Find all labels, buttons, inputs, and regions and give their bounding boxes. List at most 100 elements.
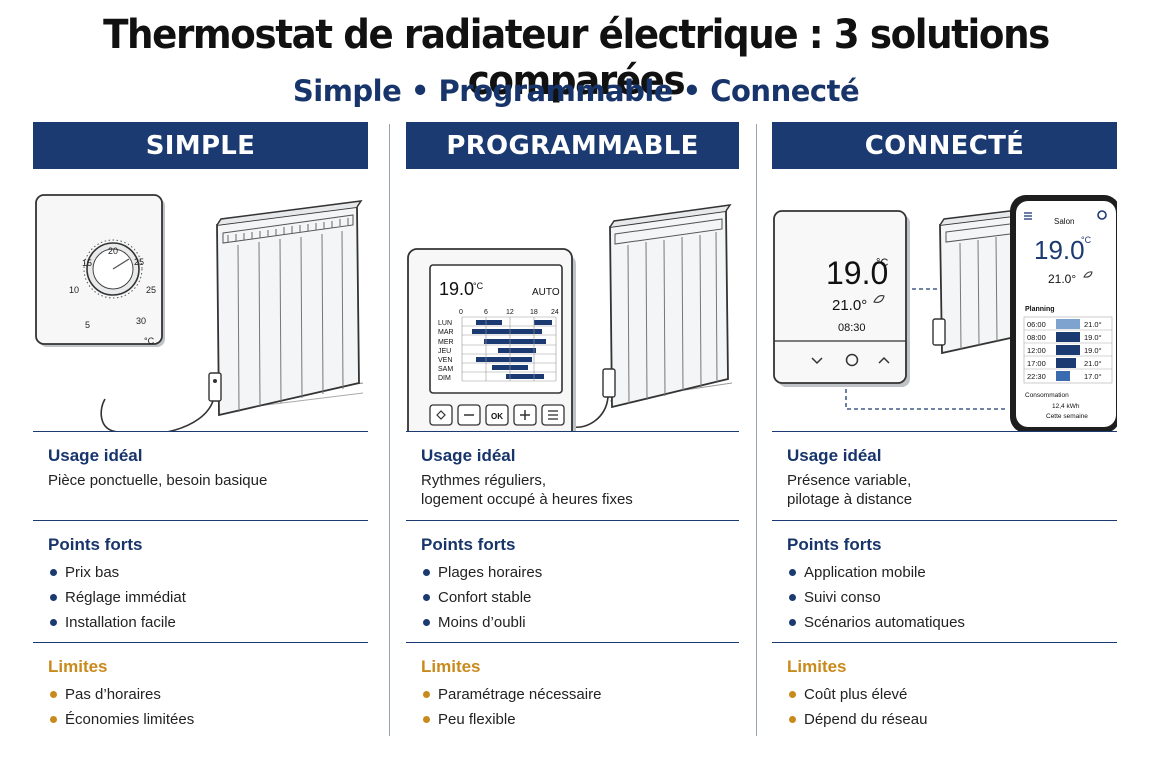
phone-setpoint: 21.0° [1048,272,1076,286]
limit-item: Peu flexible [421,707,739,732]
programmable-thermostat-icon [407,248,576,431]
usage-section: Usage idéal Rythmes réguliers, logement … [406,431,739,520]
hour-label: 24 [551,309,559,316]
limits-title: Limites [48,657,108,676]
day-label: LUN [438,320,452,327]
back-button[interactable] [429,404,453,426]
conso-value: 12,4 kWh [1052,403,1080,410]
limit-item: Paramétrage nécessaire [421,682,739,707]
screen-unit: °C [473,281,484,291]
phone-room: Salon [1054,217,1074,226]
smart-thermostat-icon [773,210,910,387]
strengths-section: Points forts Application mobile Suivi co… [772,520,1117,642]
menu-icon [548,410,558,420]
phone-temp: 19.0 [1034,235,1085,265]
dial-tick-20: 20 [108,246,118,256]
column-header: PROGRAMMABLE [406,122,739,169]
device-temp: 19.0 [826,255,888,291]
day-label: VEN [438,357,452,364]
column-connected: CONNECTÉ 19.0 ° [772,122,1117,732]
limits-title: Limites [787,657,847,676]
day-label: MER [438,339,454,346]
planning-time: 08:00 [1027,333,1046,342]
strength-item: Application mobile [787,560,1117,585]
strengths-title: Points forts [421,535,516,554]
strengths-title: Points forts [48,535,143,554]
day-label: SAM [438,366,453,373]
radiator-icon [932,208,1028,355]
radiator-icon [208,200,363,417]
dial-tick-10: 10 [69,285,79,295]
limit-item: Économies limitées [48,707,368,732]
strength-item: Confort stable [421,585,739,610]
ok-button[interactable] [485,404,509,426]
gear-icon[interactable] [1097,210,1107,220]
dial-tick-25: 25 [134,257,144,267]
column-divider [756,124,757,736]
strength-item: Plages horaires [421,560,739,585]
strength-item: Prix bas [48,560,368,585]
planning-temp: 19.0° [1084,333,1102,342]
simple-illustration: 5 10 15 20 25 25 30 °C [33,169,368,431]
usage-text: pilotage à distance [787,491,913,508]
planning-title: Planning [1025,306,1055,313]
conso-title: Consommation [1025,392,1069,399]
chevron-down-icon[interactable] [811,357,823,365]
device-time: 08:30 [838,322,866,334]
radiator-icon [602,204,732,409]
power-icon[interactable] [845,353,859,367]
chevron-up-icon[interactable] [878,356,890,364]
hour-label: 0 [459,309,463,316]
page-subtitle: Simple • Programmable • Connecté [292,74,860,108]
ok-label: OK [491,412,503,421]
strength-item: Installation facile [48,610,368,635]
strengths-title: Points forts [787,535,882,554]
dial-tick-30: 30 [136,316,146,326]
leaf-icon [1083,271,1093,278]
planning-time: 12:00 [1027,346,1046,355]
planning-time: 06:00 [1027,320,1046,329]
back-icon [436,410,446,420]
usage-section: Usage idéal Pièce ponctuelle, besoin bas… [33,431,368,520]
dial-unit: °C [144,336,155,346]
strength-item: Moins d’oubli [421,610,739,635]
strengths-section: Points forts Plages horaires Confort sta… [406,520,739,642]
column-header: SIMPLE [33,122,368,169]
limits-section: Limites Paramétrage nécessaire Peu flexi… [406,642,739,732]
smartphone-icon [1010,195,1117,431]
column-header: CONNECTÉ [772,122,1117,169]
simple-thermostat-illustration: 5 10 15 20 25 25 30 °C [35,194,364,431]
usage-title: Usage idéal [421,446,516,465]
programmable-illustration: 19.0 °C AUTO 0 6 12 18 24 LUN MAR MER JE… [406,169,739,431]
column-programmable: PROGRAMMABLE [406,122,739,732]
limits-section: Limites Coût plus élevé Dépend du réseau [772,642,1117,732]
strength-item: Réglage immédiat [48,585,368,610]
limit-item: Dépend du réseau [787,707,1117,732]
day-label: JEU [438,348,451,355]
menu-icon[interactable] [1024,212,1032,220]
screen-mode: AUTO [532,287,560,298]
planning-time: 17:00 [1027,359,1046,368]
hour-label: 12 [506,309,514,316]
connected-illustration: 19.0 °C 21.0° 08:30 [772,169,1117,431]
dial-tick-25b: 25 [146,285,156,295]
page-title: Thermostat de radiateur électrique : 3 s… [103,12,1050,104]
column-divider [389,124,390,736]
usage-title: Usage idéal [787,446,882,465]
usage-text: Pièce ponctuelle, besoin basique [48,472,268,489]
usage-section: Usage idéal Présence variable, pilotage … [772,431,1117,520]
planning-temp: 19.0° [1084,346,1102,355]
limits-title: Limites [421,657,481,676]
hour-label: 18 [530,309,538,316]
day-label: DIM [438,375,451,382]
planning-time: 22:30 [1027,372,1046,381]
usage-title: Usage idéal [48,446,143,465]
limit-item: Coût plus élevé [787,682,1117,707]
device-setpoint: 21.0° [832,297,867,314]
strengths-section: Points forts Prix bas Réglage immédiat I… [33,520,368,642]
strength-item: Suivi conso [787,585,1117,610]
column-simple: SIMPLE [33,122,368,732]
screen-temp: 19.0 [439,279,474,299]
limit-item: Pas d’horaires [48,682,368,707]
dial-thermostat-icon [35,194,165,347]
